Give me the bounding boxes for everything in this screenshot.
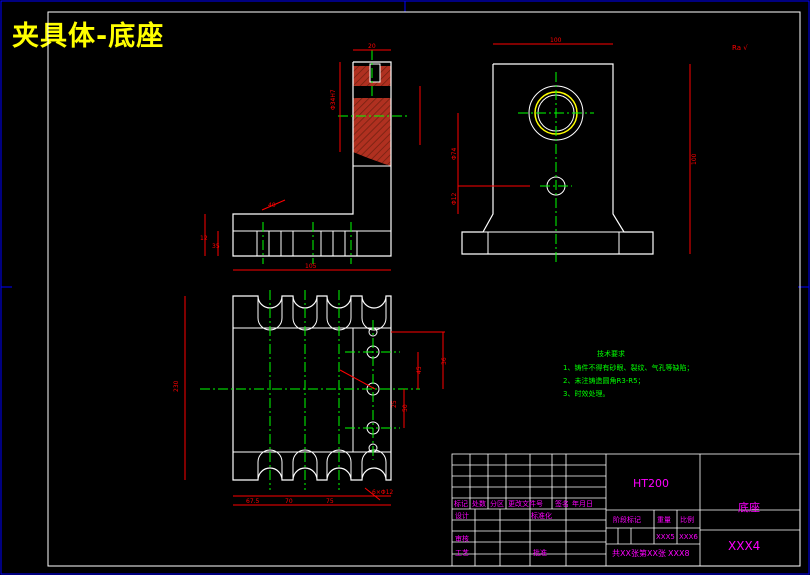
- side-screw-hole: [369, 63, 381, 83]
- dim-side-base-a: 12: [200, 235, 208, 242]
- standard-label: 标准化: [531, 511, 552, 520]
- dim-plan-right-b: 45: [416, 366, 423, 374]
- process-label: 工艺: [455, 549, 469, 557]
- row-date: 年月日: [572, 499, 593, 508]
- plan-outline: [232, 295, 392, 481]
- inner-frame: [47, 11, 801, 567]
- dim-plan-width-c: 75: [326, 498, 334, 505]
- roughness-symbol: Ra √: [732, 44, 748, 52]
- dim-plan-width-a: 67.5: [246, 498, 260, 505]
- plan-view: 230 67.5 70 75 6×Φ12 36 45 50 25: [173, 290, 448, 506]
- plan-slots-bottom: [257, 449, 387, 480]
- tech-note-3: 3、时效处理。: [563, 389, 609, 398]
- material-label: HT200: [633, 477, 669, 490]
- dim-plan-width-b: 70: [285, 498, 293, 505]
- dim-plan-right-a: 36: [441, 357, 448, 365]
- drawing-title: 夹具体-底座: [12, 21, 165, 52]
- scale-value: XXX6: [679, 533, 698, 541]
- sheet-label: 共XX张第XX张: [612, 548, 666, 558]
- row-zone: 分区: [490, 499, 504, 508]
- tech-note-1: 1、铸件不得有砂眼、裂纹、气孔等缺陷；: [563, 363, 693, 372]
- dim-front-bore: Φ74: [451, 147, 458, 160]
- tech-note-2: 2、未注铸造圆角R3-R5；: [563, 376, 645, 385]
- tech-notes-heading: 技术要求: [597, 349, 625, 358]
- front-outline: [461, 63, 654, 255]
- side-centerlines: [262, 50, 410, 264]
- plan-slots-top: [257, 296, 387, 331]
- dim-side-base-width: 105: [305, 263, 317, 270]
- side-outline: [232, 61, 392, 257]
- scale-label: 比例: [680, 515, 694, 524]
- dim-side-note: 40: [268, 202, 276, 209]
- design-label: 设计: [455, 511, 469, 520]
- plan-centerlines: [200, 290, 420, 490]
- row-change: 更改文件号: [508, 499, 543, 508]
- weight-label: 重量: [657, 516, 671, 524]
- row-marker: 标记: [454, 499, 468, 508]
- section-hatch-mid: [353, 98, 391, 132]
- dim-side-height: Φ34H7: [330, 89, 337, 110]
- weight-value: XXX5: [656, 533, 675, 541]
- title-block-grid: [451, 453, 801, 567]
- title-block: HT200 底座 XXX4 标记 处数 分区 更改文件号 签名 年月日 设计 标…: [451, 453, 801, 567]
- drawing-number: XXX4: [728, 539, 760, 553]
- dim-front-small-hole: Φ12: [451, 192, 458, 205]
- sheet-number: XXX8: [668, 549, 690, 558]
- side-dimension-lines: [204, 49, 421, 271]
- dim-side-base-b: 35: [212, 243, 220, 250]
- dim-plan-right-c: 50: [402, 404, 409, 412]
- row-count: 处数: [472, 499, 486, 508]
- plan-dimension-lines: [184, 296, 445, 506]
- part-name: 底座: [738, 500, 760, 514]
- dim-side-top-width: 20: [368, 43, 376, 50]
- dim-front-width: 100: [550, 37, 562, 44]
- front-dimension-lines: [457, 43, 691, 254]
- side-base-slots: [256, 231, 358, 256]
- row-sign: 签名: [555, 499, 569, 508]
- dim-front-height: 100: [691, 153, 698, 165]
- front-view: 100 100 Φ74 Φ12 Ra √: [451, 37, 748, 262]
- side-section-view: 20 Φ34H7 12 35 105 40: [200, 43, 421, 271]
- front-centerlines: [518, 72, 594, 262]
- technical-notes: 技术要求 1、铸件不得有砂眼、裂纹、气孔等缺陷； 2、未注铸造圆角R3-R5； …: [563, 349, 693, 398]
- stage-label: 阶段标记: [613, 515, 641, 524]
- section-hatch-bottom: [353, 132, 391, 166]
- review-label: 审核: [455, 534, 469, 543]
- dim-plan-height: 230: [173, 380, 180, 392]
- dim-plan-edge: 6×Φ12: [372, 489, 393, 496]
- dim-plan-right-d: 25: [391, 400, 398, 408]
- approve-label: 批准: [533, 548, 547, 557]
